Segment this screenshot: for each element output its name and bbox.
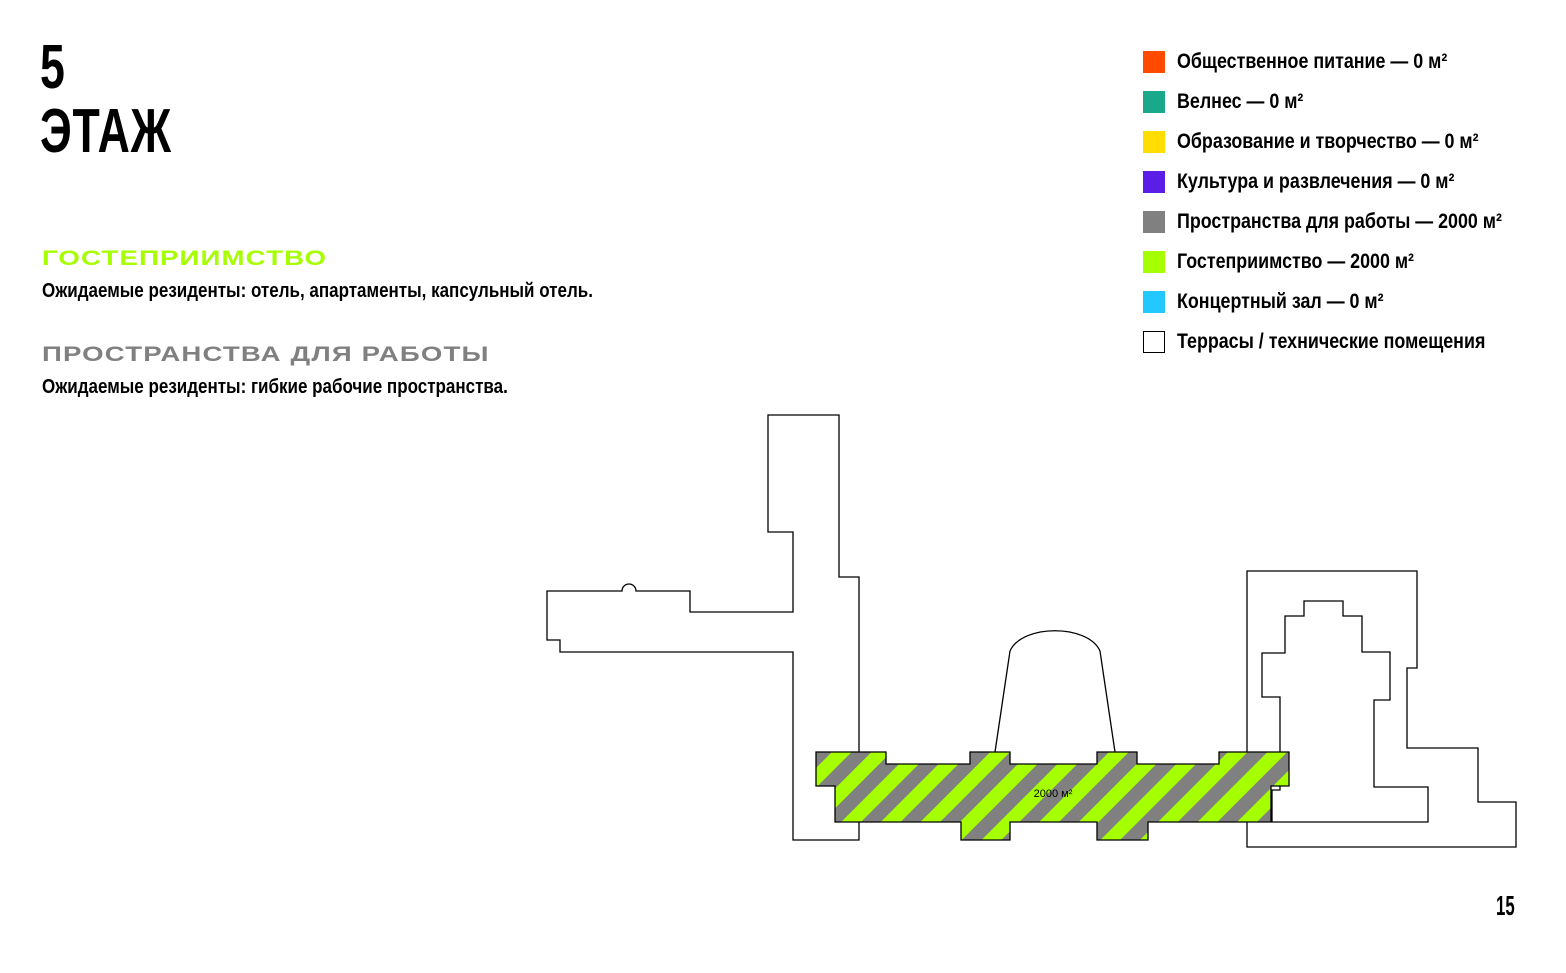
legend: Общественное питание — 0 м² Велнес — 0 м… xyxy=(1143,42,1559,362)
legend-item-hospitality: Гостеприимство — 2000 м² xyxy=(1143,242,1559,282)
plan-dome-outline xyxy=(994,630,1116,753)
legend-label: Культура и развлечения — 0 м² xyxy=(1177,170,1455,193)
section-hospitality-heading: ГОСТЕПРИИМСТВО xyxy=(42,246,328,271)
section-hospitality-description: Ожидаемые резиденты: отель, апартаменты,… xyxy=(42,280,593,302)
legend-swatch xyxy=(1143,251,1165,273)
legend-item-culture: Культура и развлечения — 0 м² xyxy=(1143,162,1559,202)
legend-swatch xyxy=(1143,291,1165,313)
legend-item-work: Пространства для работы — 2000 м² xyxy=(1143,202,1559,242)
plan-east-wing-outer-outline xyxy=(1246,570,1517,848)
plan-area-label: 2000 м² xyxy=(1034,788,1073,800)
section-hospitality: ГОСТЕПРИИМСТВО Ожидаемые резиденты: отел… xyxy=(42,246,742,303)
legend-swatch xyxy=(1143,331,1165,353)
legend-swatch xyxy=(1143,131,1165,153)
legend-item-terraces: Террасы / технические помещения xyxy=(1143,322,1559,362)
page-number: 15 xyxy=(1496,890,1515,921)
legend-item-catering: Общественное питание — 0 м² xyxy=(1143,42,1559,82)
legend-swatch xyxy=(1143,171,1165,193)
legend-label: Террасы / технические помещения xyxy=(1177,330,1486,353)
legend-label: Концертный зал — 0 м² xyxy=(1177,290,1384,313)
legend-label: Образование и творчество — 0 м² xyxy=(1177,130,1479,153)
legend-label: Общественное питание — 0 м² xyxy=(1177,50,1448,73)
legend-item-concert-hall: Концертный зал — 0 м² xyxy=(1143,282,1559,322)
floor-title: 5 ЭТАЖ xyxy=(40,36,172,164)
section-work-heading: ПРОСТРАНСТВА ДЛЯ РАБОТЫ xyxy=(42,342,490,367)
legend-swatch xyxy=(1143,51,1165,73)
legend-label: Пространства для работы — 2000 м² xyxy=(1177,210,1502,233)
section-work-description: Ожидаемые резиденты: гибкие рабочие прос… xyxy=(42,376,508,398)
plan-hatched-zone-hospitality-work xyxy=(815,751,1290,841)
legend-swatch xyxy=(1143,91,1165,113)
plan-west-wing-outline xyxy=(546,414,860,841)
floor-word: ЭТАЖ xyxy=(40,97,172,166)
plan-east-wing-inner-outline xyxy=(1261,600,1429,823)
legend-label: Гостеприимство — 2000 м² xyxy=(1177,250,1415,273)
legend-item-education: Образование и творчество — 0 м² xyxy=(1143,122,1559,162)
section-work: ПРОСТРАНСТВА ДЛЯ РАБОТЫ Ожидаемые резиде… xyxy=(42,342,742,399)
legend-swatch xyxy=(1143,211,1165,233)
legend-item-wellness: Велнес — 0 м² xyxy=(1143,82,1559,122)
legend-label: Велнес — 0 м² xyxy=(1177,90,1304,113)
floor-number: 5 xyxy=(40,33,66,102)
